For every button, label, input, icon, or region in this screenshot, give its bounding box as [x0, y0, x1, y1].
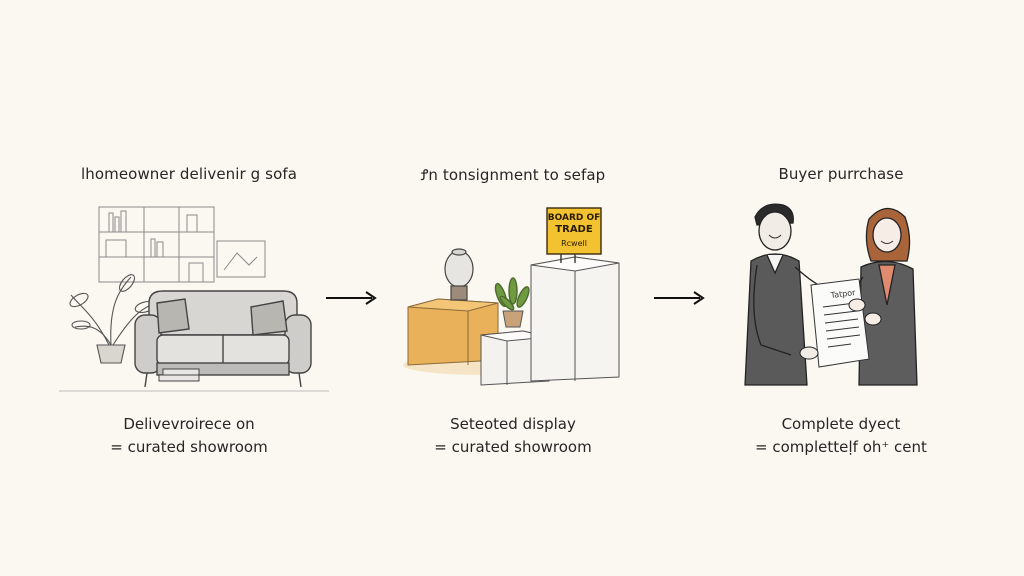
sign-line-2: TRADE	[555, 224, 593, 235]
buyer-handshake-illustration: Tatpor	[744, 203, 918, 386]
caption-line-1: Seteoted display	[450, 415, 576, 433]
step-title: lhomeowner delivenir g sofa	[80, 165, 298, 183]
caption-line-2: = curated showroom	[434, 438, 592, 456]
step-title: Ꝭn tonsignment to sefap	[420, 166, 606, 184]
caption-line-2: = curated showroom	[110, 438, 268, 456]
showroom-display-illustration: BOARD OF TRADE Rcwell	[403, 207, 620, 386]
caption-line-1: Delivevroirece on	[123, 415, 255, 433]
sign-line-3: Rcwell	[561, 239, 587, 248]
right-arrow-icon	[326, 291, 377, 305]
caption-line-1: Complete dyect	[781, 415, 901, 433]
step-caption: Seteoted display = curated showroom	[363, 413, 663, 459]
step-caption: Complete dyect = completteḷf oh⁺ cent	[691, 413, 991, 459]
sofa-room-illustration	[59, 206, 329, 392]
step-title: Buyer purrchase	[778, 165, 904, 183]
step-caption: Delivevroirece on = curated showroom	[39, 413, 339, 459]
sign-line-1: BOARD OF	[548, 213, 601, 223]
right-arrow-icon	[654, 291, 705, 305]
caption-line-2: = completteḷf oh⁺ cent	[755, 438, 927, 456]
board-of-trade-sign	[546, 207, 602, 255]
document-heading: Tatpor	[829, 288, 856, 300]
